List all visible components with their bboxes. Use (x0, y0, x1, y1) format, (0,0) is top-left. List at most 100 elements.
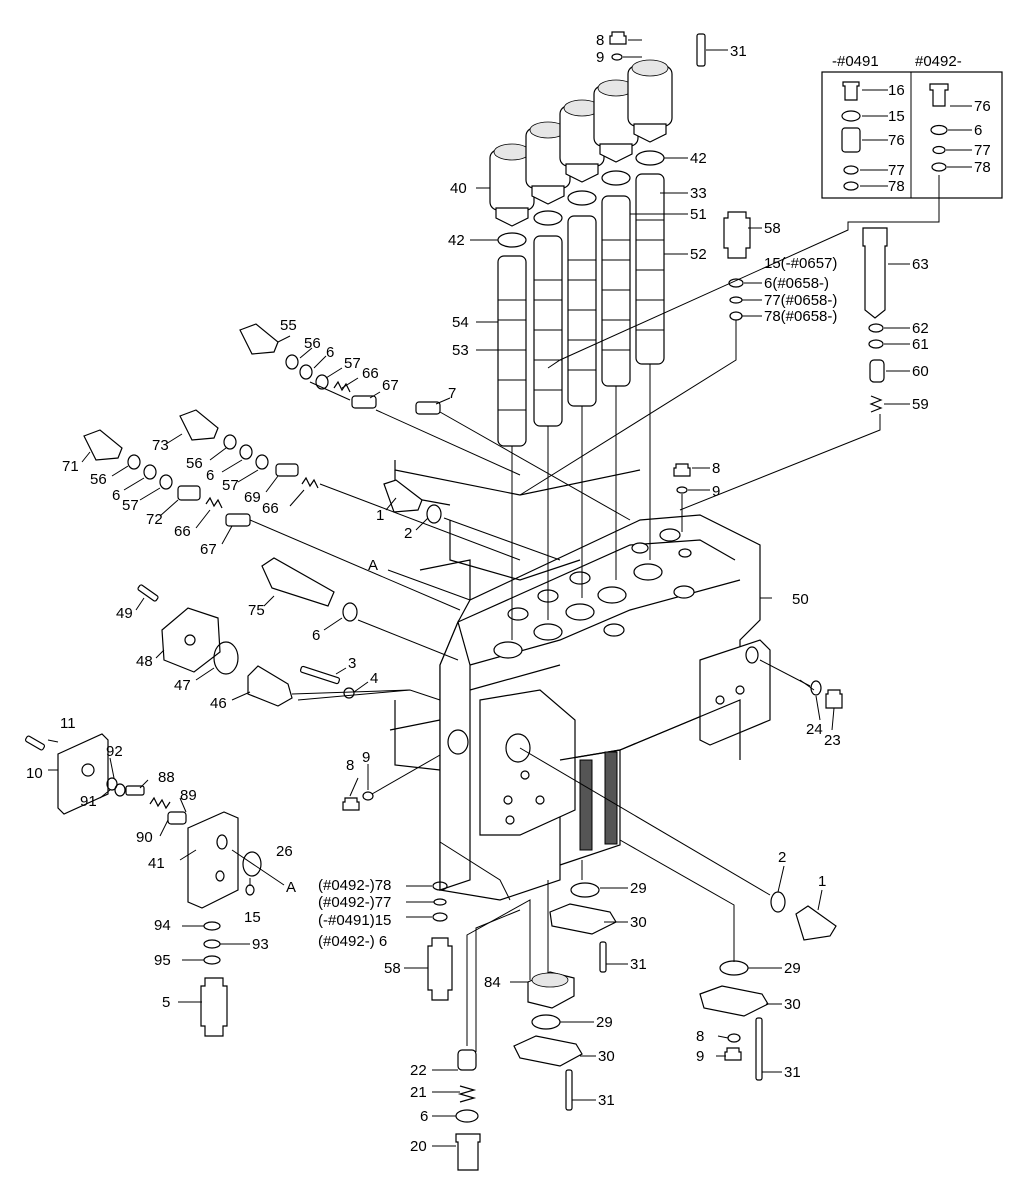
legend-plug-76 (841, 127, 861, 153)
callout-53: 53 (452, 342, 469, 359)
callout-6-note: 6(#0658-) (764, 275, 829, 292)
callout-46: 46 (210, 695, 227, 712)
callout-30-a: 30 (630, 914, 647, 931)
callout-6-paren: (#0492-) 6 (318, 933, 387, 950)
callout-57-left: 57 (122, 497, 139, 514)
callout-2-upper: 2 (404, 525, 412, 542)
callout-75: 75 (248, 602, 265, 619)
callout-67-upper: 67 (382, 377, 399, 394)
callout-3: 3 (348, 655, 356, 672)
top-small-parts (609, 31, 728, 67)
legend-left-77: 77 (888, 162, 905, 179)
right-side-parts (519, 211, 910, 511)
callout-8-lower: 8 (696, 1028, 704, 1045)
callout-93: 93 (252, 936, 269, 953)
callout-1-lower: 1 (818, 873, 826, 890)
callout-61: 61 (912, 336, 929, 353)
callout-29-a: 29 (630, 880, 647, 897)
legend-left-78: 78 (888, 178, 905, 195)
callout-77-lower: (#0492-)77 (318, 894, 391, 911)
callout-52: 52 (690, 246, 707, 263)
legend-left-15: 15 (888, 108, 905, 125)
callout-leaders (47, 157, 835, 1147)
callout-24: 24 (806, 721, 823, 738)
callout-8-top: 8 (596, 32, 604, 49)
callout-60: 60 (912, 363, 929, 380)
callout-72: 72 (146, 511, 163, 528)
legend-plug-76b (929, 83, 949, 107)
callout-31-c: 31 (784, 1064, 801, 1081)
callout-73: 73 (152, 437, 169, 454)
callout-29-b: 29 (596, 1014, 613, 1031)
callout-21: 21 (410, 1084, 427, 1101)
callout-29-c: 29 (784, 960, 801, 977)
legend-left-16: 16 (888, 82, 905, 99)
callout-11: 11 (60, 715, 76, 732)
callout-22: 22 (410, 1062, 427, 1079)
callout-41: 41 (148, 855, 165, 872)
legend-right-6: 6 (974, 122, 982, 139)
callout-95: 95 (154, 952, 171, 969)
legend-left-76: 76 (888, 132, 905, 149)
callout-94: 94 (154, 917, 171, 934)
callout-57-mid: 57 (222, 477, 239, 494)
callout-63: 63 (912, 256, 929, 273)
callout-56-upper: 56 (304, 335, 321, 352)
legend-right-76: 76 (974, 98, 991, 115)
legend-ring-77b (932, 145, 946, 155)
callout-15-paren: (-#0491)15 (318, 912, 391, 929)
callout-62: 62 (912, 320, 929, 337)
legend-right-77: 77 (974, 142, 991, 159)
callout-6-left: 6 (112, 487, 120, 504)
callout-71: 71 (62, 458, 79, 475)
callout-42-left: 42 (448, 232, 465, 249)
callout-40: 40 (450, 180, 467, 197)
callout-6-upper: 6 (326, 344, 334, 361)
callout-66-left: 66 (174, 523, 191, 540)
callout-6-body: 6 (312, 627, 320, 644)
callout-91: 91 (80, 793, 97, 810)
callout-66-mid: 66 (262, 500, 279, 517)
callout-6-bottom: 6 (420, 1108, 428, 1125)
callout-1-upper: 1 (376, 507, 384, 524)
callout-88: 88 (158, 769, 175, 786)
callout-59: 59 (912, 396, 929, 413)
callout-77-note: 77(#0658-) (764, 292, 837, 309)
callout-78-note: 78(#0658-) (764, 308, 837, 325)
callout-47: 47 (174, 677, 191, 694)
legend-oring-6 (930, 124, 948, 136)
callout-23: 23 (824, 732, 841, 749)
callout-48: 48 (136, 653, 153, 670)
callout-55: 55 (280, 317, 297, 334)
callout-42-right: 42 (690, 150, 707, 167)
callout-89: 89 (180, 787, 197, 804)
callout-30-b: 30 (598, 1048, 615, 1065)
callout-9-body: 9 (362, 749, 370, 766)
callout-15-lower: 15 (244, 909, 261, 926)
callout-56-mid: 56 (186, 455, 203, 472)
legend-oring-15 (841, 110, 861, 122)
callout-9-lower: 9 (696, 1048, 704, 1065)
callout-10: 10 (26, 765, 43, 782)
callout-4: 4 (370, 670, 378, 687)
callout-50: 50 (792, 591, 809, 608)
legend-header-left: -#0491 (832, 53, 879, 70)
solenoid-stack (489, 59, 673, 980)
callout-9-top: 9 (596, 49, 604, 66)
legend-plug-16 (842, 81, 860, 101)
callout-90: 90 (136, 829, 153, 846)
callout-66-upper: 66 (362, 365, 379, 382)
callout-5: 5 (162, 994, 170, 1011)
callout-7: 7 (448, 385, 456, 402)
callout-15-note: 15(-#0657) (764, 255, 837, 272)
callout-A-lower: A (286, 879, 296, 896)
callout-6-mid: 6 (206, 467, 214, 484)
left-upper-parts (83, 323, 710, 611)
legend-header-right: #0492- (915, 53, 962, 70)
callout-51: 51 (690, 206, 707, 223)
callout-57-upper: 57 (344, 355, 361, 372)
callout-9-mid: 9 (712, 483, 720, 500)
callout-8-mid: 8 (712, 460, 720, 477)
callout-78-lower: (#0492-)78 (318, 877, 391, 894)
